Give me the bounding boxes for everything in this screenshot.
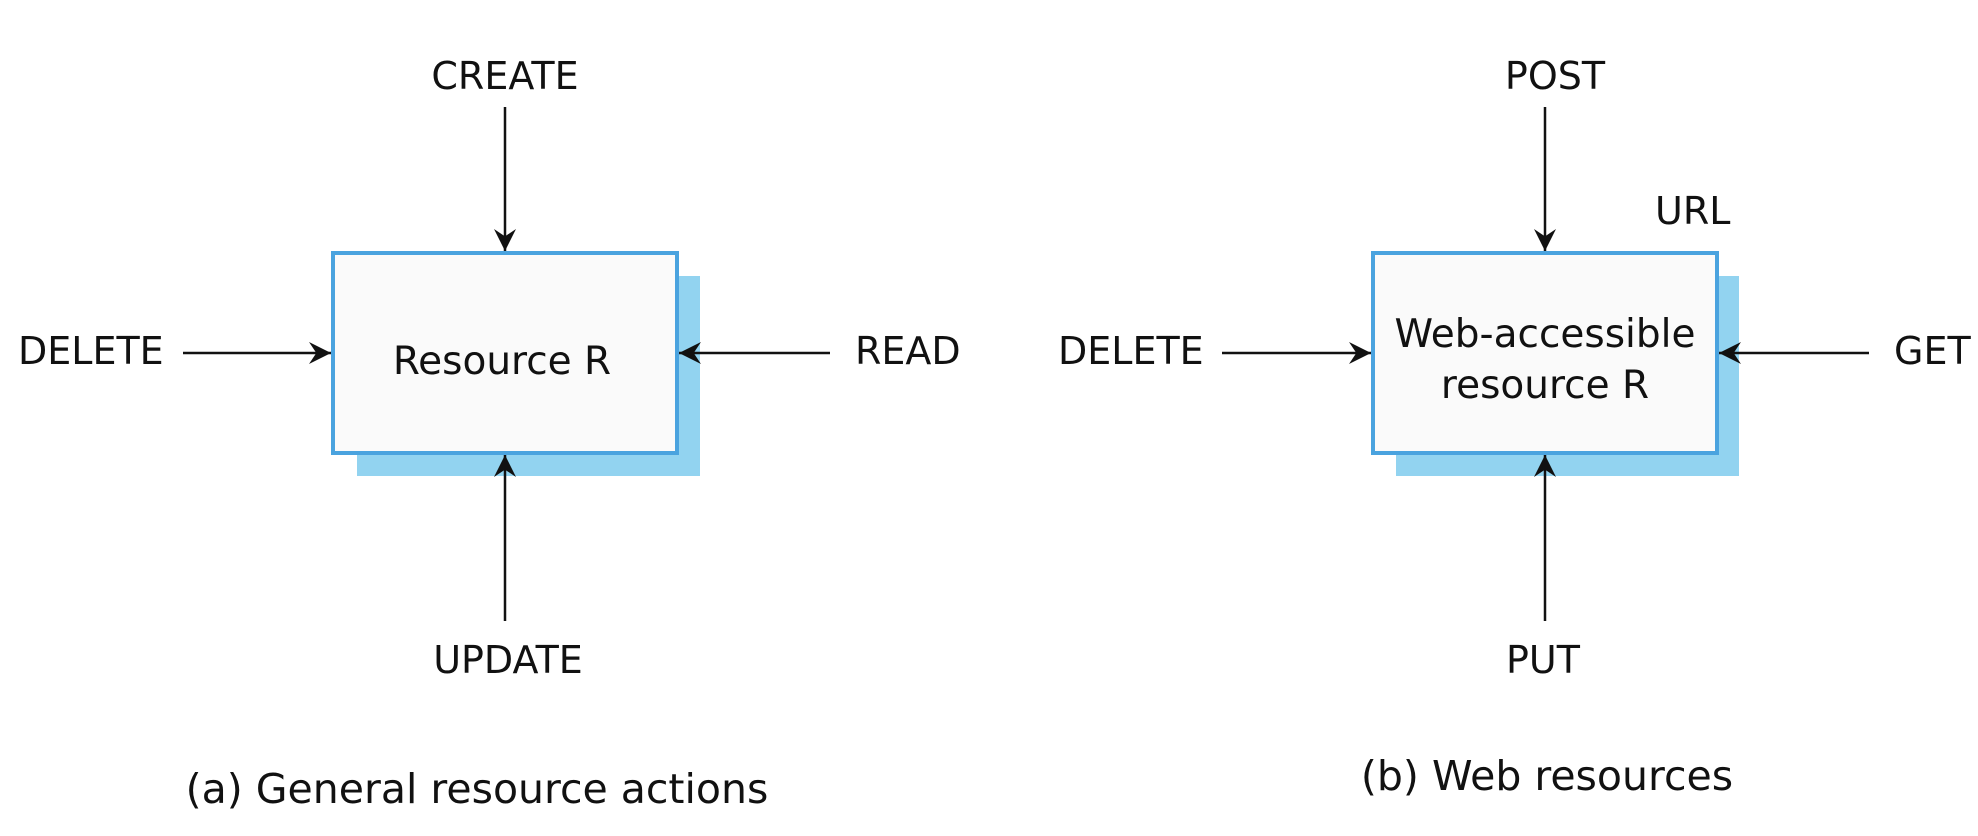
- panel-a: Resource R CREATE DELETE READ UPDATE (a)…: [18, 54, 961, 813]
- panel-b-delete-label: DELETE: [1058, 329, 1204, 373]
- panel-a-delete-label: DELETE: [18, 329, 164, 373]
- panel-b-caption: (b) Web resources: [1361, 752, 1733, 800]
- panel-b-resource-label-line-2: resource R: [1441, 363, 1649, 408]
- panel-b-get-label: GET: [1894, 329, 1971, 373]
- panel-b: Web-accessible resource R URL POST DELET…: [1058, 54, 1971, 800]
- panel-a-read-label: READ: [855, 329, 961, 373]
- panel-b-resource-box: [1371, 251, 1719, 455]
- panel-b-post-label: POST: [1505, 54, 1606, 98]
- panel-a-create-label: CREATE: [431, 54, 578, 98]
- panel-a-update-label: UPDATE: [433, 638, 583, 682]
- panel-a-resource-label: Resource R: [393, 339, 611, 384]
- panel-b-put-label: PUT: [1506, 638, 1581, 682]
- panel-b-url-label: URL: [1655, 189, 1730, 233]
- panel-a-resource-box: [331, 251, 679, 455]
- panel-b-resource-label-line-1: Web-accessible: [1395, 312, 1696, 357]
- panel-a-caption: (a) General resource actions: [186, 765, 769, 813]
